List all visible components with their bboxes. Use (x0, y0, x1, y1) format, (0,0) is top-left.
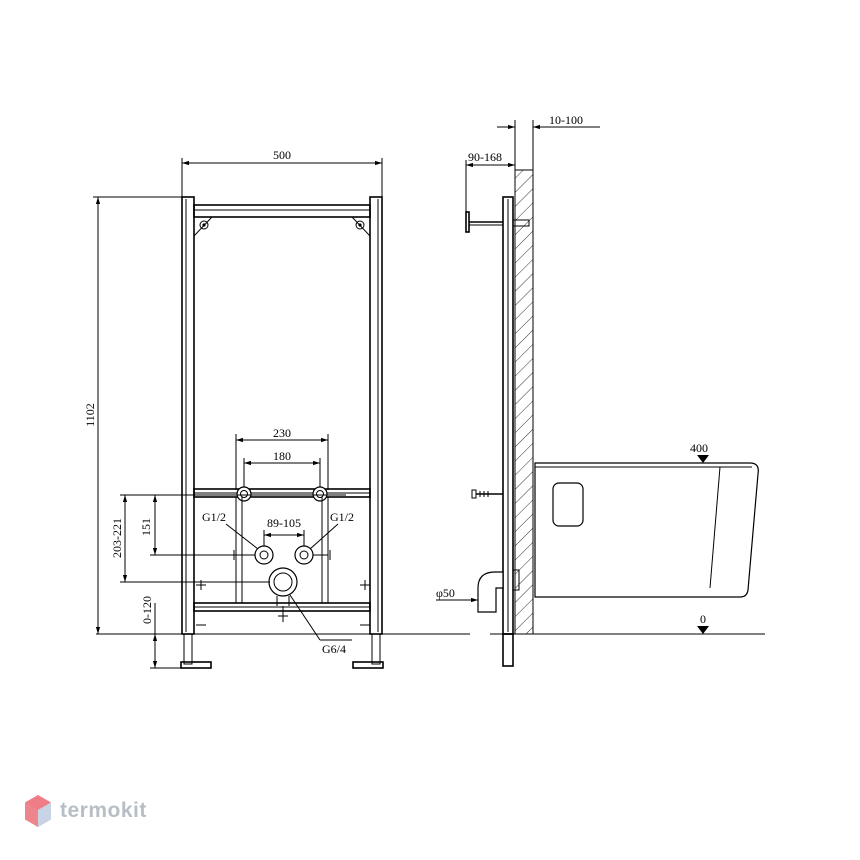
top-crossbar (193, 204, 371, 218)
side-anchor-top (465, 211, 530, 233)
dim-230-label: 230 (273, 426, 291, 440)
dim-10-100: 10-100 (497, 113, 600, 170)
side-supply (471, 489, 503, 499)
front-view: 500 1102 230 180 89-105 (83, 148, 470, 669)
fitting-right (294, 545, 331, 565)
dim-0-label: 0 (700, 612, 706, 626)
dim-0-120: 0-120 (140, 596, 184, 669)
left-post (180, 196, 212, 669)
side-view: 10-100 90-168 φ50 400 0 (436, 113, 765, 667)
adjusters (196, 580, 370, 626)
label-g12-right: G1/2 (330, 510, 354, 524)
dim-89-105-label: 89-105 (267, 516, 301, 530)
dim-0: 0 (697, 612, 709, 634)
dim-1102-label: 1102 (83, 403, 97, 427)
watermark: termokit (24, 794, 147, 828)
dim-500-label: 500 (273, 148, 291, 162)
dim-10-100-label: 10-100 (549, 113, 583, 127)
dim-0-120-label: 0-120 (140, 596, 154, 624)
corner-bracket-right (350, 216, 371, 238)
dim-180: 180 (243, 449, 321, 487)
dim-180-label: 180 (273, 449, 291, 463)
dim-230: 230 (235, 426, 329, 490)
wall-section (514, 169, 534, 635)
side-frame-post (502, 196, 514, 667)
dim-90-168-label: 90-168 (468, 150, 502, 164)
bottom-crossbar (193, 602, 371, 612)
dim-phi50-label: φ50 (436, 586, 455, 600)
dim-203-221: 203-221 (110, 495, 270, 583)
dim-400-label: 400 (690, 441, 708, 455)
watermark-brand: termokit (60, 799, 147, 822)
dim-151-label: 151 (139, 518, 153, 536)
dim-203-221-label: 203-221 (110, 518, 124, 558)
label-g12-left: G1/2 (202, 510, 226, 524)
termokit-logo-icon (25, 795, 51, 827)
water-supply-bar (120, 486, 371, 502)
side-drain-elbow (477, 569, 520, 613)
right-post (352, 196, 384, 669)
dim-400: 400 (690, 441, 709, 463)
drain-pipe (268, 567, 298, 622)
toilet-bowl (534, 462, 759, 598)
corner-bracket-left (193, 216, 214, 238)
dim-500: 500 (181, 148, 383, 197)
dim-90-168: 90-168 (465, 150, 516, 212)
dim-89-105: 89-105 (263, 516, 305, 546)
dim-1102: 1102 (83, 196, 182, 634)
dim-151: 151 (139, 495, 255, 556)
dim-g64: G6/4 (289, 594, 352, 656)
dim-g64-label: G6/4 (322, 642, 346, 656)
dim-phi50: φ50 (436, 586, 478, 603)
